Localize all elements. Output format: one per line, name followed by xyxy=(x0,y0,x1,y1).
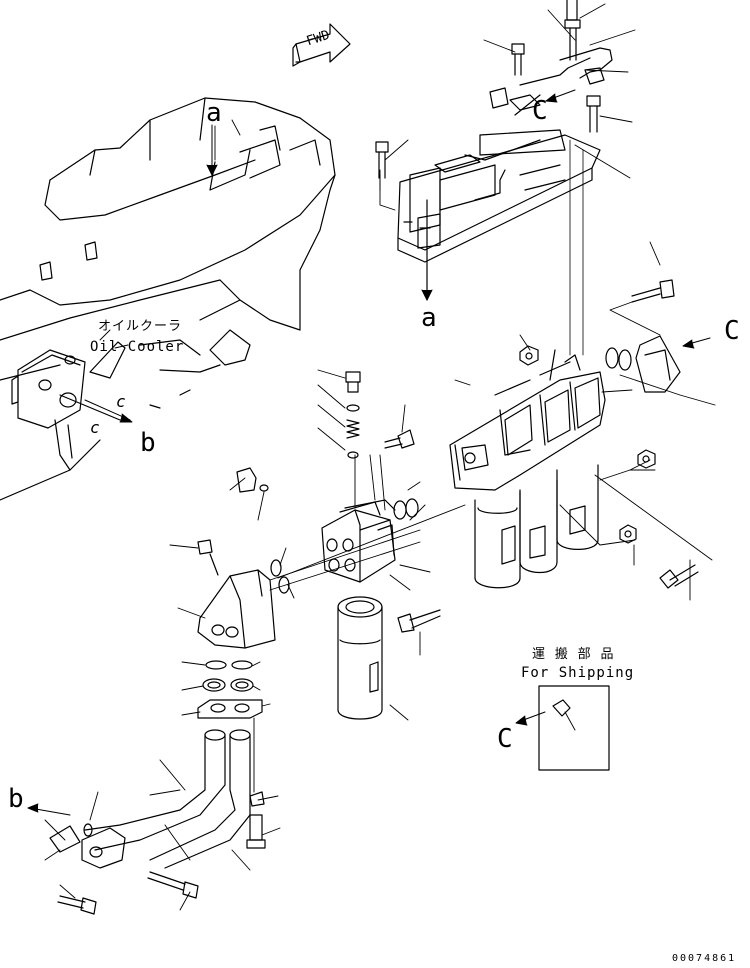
shipping-label-en: For Shipping xyxy=(521,665,635,681)
bolt-icon xyxy=(397,609,441,633)
valve-icon xyxy=(347,451,359,459)
oil-cooler-flange xyxy=(11,341,126,471)
filter-head-center xyxy=(321,499,396,583)
ref-label-b-left: b xyxy=(8,784,24,814)
gasket-plate xyxy=(197,699,263,719)
bolt-icon xyxy=(57,895,97,915)
oil-pipe-assembly xyxy=(81,729,251,869)
bolt-icon xyxy=(564,0,581,61)
hose-clip-assembly xyxy=(489,47,613,116)
ref-label-a-bottom: a xyxy=(421,303,437,333)
ref-label-c-top: C xyxy=(532,96,548,126)
engine-block xyxy=(0,97,336,501)
bolt-icon xyxy=(631,279,675,303)
bolt-icon xyxy=(511,43,525,76)
cover-plate xyxy=(635,335,681,393)
shipping-parts-box xyxy=(538,685,610,771)
plug-icon xyxy=(345,371,361,393)
ref-label-c-right: C xyxy=(724,316,740,346)
fwd-arrow-icon xyxy=(292,23,351,67)
filter-mount-bracket xyxy=(397,129,601,301)
gasket-ring xyxy=(393,498,419,520)
oil-filter-element xyxy=(474,491,521,589)
bolt-icon xyxy=(384,429,415,449)
spring-icon xyxy=(346,419,360,439)
leader-lines xyxy=(44,3,716,911)
gasket-ring xyxy=(270,559,290,594)
plug-icon xyxy=(236,467,269,493)
bolt-icon xyxy=(147,871,199,899)
bolt-icon xyxy=(375,141,389,179)
ref-label-b-right: b xyxy=(140,428,156,458)
ref-label-c-small-2: c xyxy=(90,418,100,437)
ref-label-a-top: a xyxy=(206,98,222,128)
bolt-icon xyxy=(659,564,699,589)
bolt-icon xyxy=(246,791,266,849)
oil-cooler-label-jp: オイルクーラ xyxy=(98,319,183,334)
oil-cooler-label-en: Oil Cooler xyxy=(90,339,185,355)
nut-icon xyxy=(619,524,637,544)
washer-icon xyxy=(346,404,360,412)
reference-arrows xyxy=(27,89,711,816)
ref-label-c-shipping: C xyxy=(497,724,513,754)
nut-icon xyxy=(637,449,656,469)
gasket-ring xyxy=(605,347,632,371)
shipping-label-jp: 運 搬 部 品 xyxy=(532,647,615,662)
seal-ring xyxy=(202,678,254,692)
oil-filter-element xyxy=(337,596,383,720)
figure-number: 00074861 xyxy=(672,953,737,964)
elbow-housing xyxy=(197,539,276,649)
ref-label-c-small-1: c xyxy=(116,392,126,411)
gasket-ring xyxy=(49,823,93,853)
bolt-icon xyxy=(586,95,601,133)
nut-icon xyxy=(519,345,539,366)
oil-filter-element xyxy=(519,479,558,574)
assembly-line xyxy=(569,139,584,356)
filter-head-assembly xyxy=(449,349,606,491)
o-ring xyxy=(205,660,253,670)
